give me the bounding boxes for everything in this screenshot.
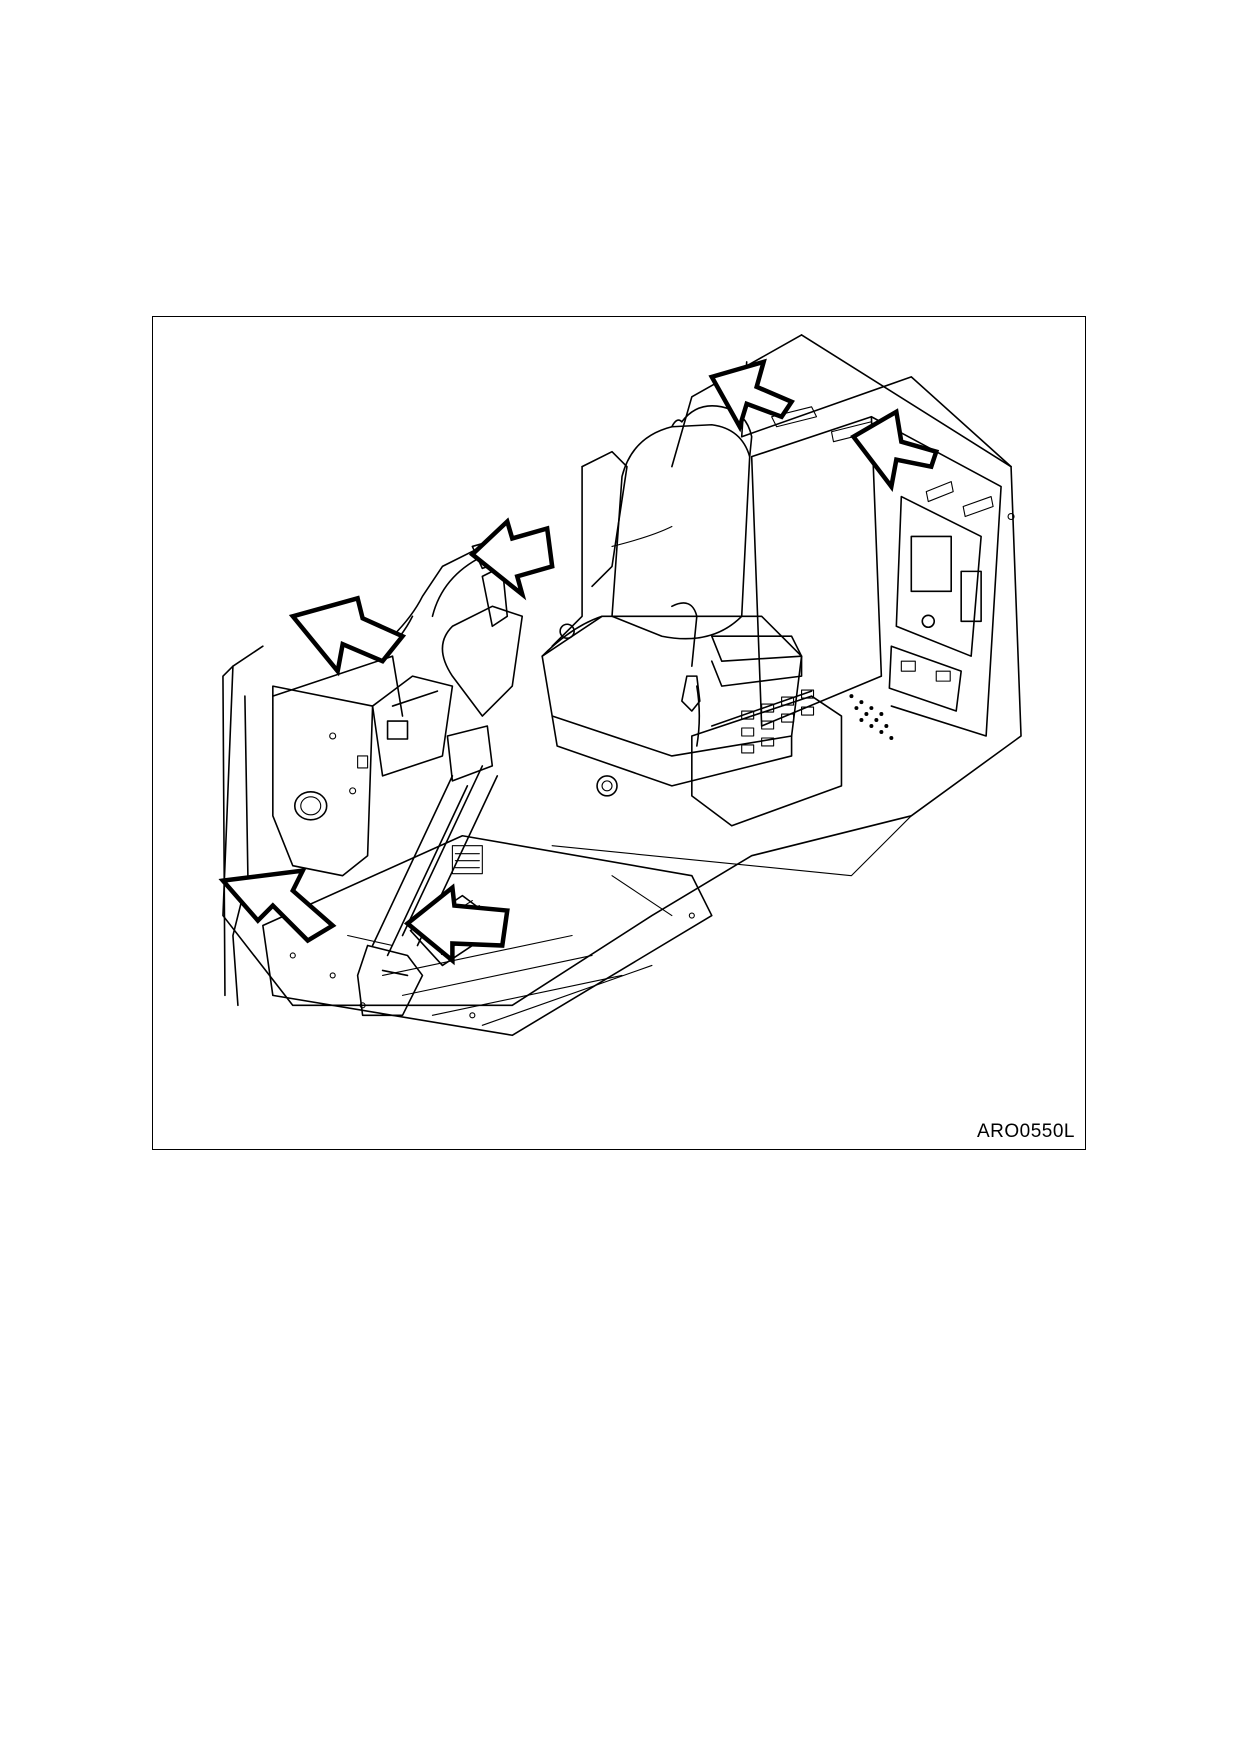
cab-shell — [222, 334, 1022, 1007]
arrow-4 — [288, 595, 407, 677]
figure-frame: ARO0550L — [152, 316, 1086, 1150]
operator-seat — [541, 405, 803, 797]
right-console — [671, 602, 843, 827]
arrow-6 — [403, 883, 510, 966]
arrow-1 — [708, 358, 795, 433]
vent-grille — [849, 694, 894, 740]
cab-interior-drawing — [218, 334, 1022, 1037]
figure-code-label: ARO0550L — [976, 1121, 1075, 1142]
left-side-panel — [272, 545, 484, 877]
arrow-2 — [850, 408, 940, 492]
callout-arrows — [218, 358, 940, 966]
arrow-3 — [468, 517, 555, 601]
arrow-5 — [218, 867, 337, 944]
floor-plate — [262, 815, 912, 1037]
